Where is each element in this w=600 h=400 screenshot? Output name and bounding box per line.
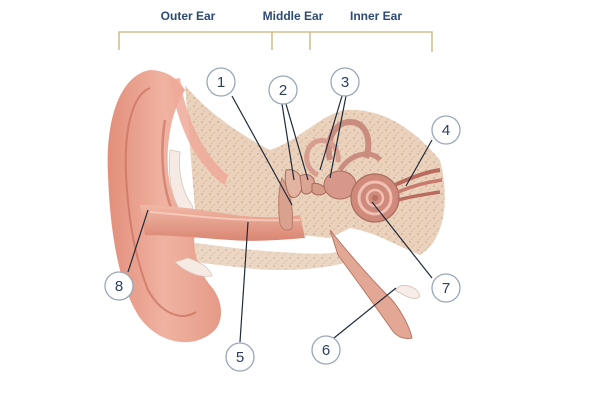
callout-6: 6: [311, 335, 341, 365]
callout-3: 3: [330, 67, 360, 97]
callout-4-number: 4: [442, 122, 450, 139]
leader-8: [127, 209, 149, 273]
leader-7: [371, 201, 433, 279]
callout-1-number: 1: [217, 74, 225, 91]
eardrum: [278, 176, 293, 231]
middle-ear-bracket: [272, 31, 311, 50]
leader-6: [333, 287, 397, 339]
outer-ear-label: Outer Ear: [161, 9, 216, 23]
inner-ear-label: Inner Ear: [350, 9, 402, 23]
callout-8: 8: [104, 271, 134, 301]
callout-7: 7: [431, 273, 461, 303]
outer-ear-bracket: [118, 31, 273, 50]
leader-3a: [319, 95, 343, 171]
inner-ear-structures: [304, 118, 443, 223]
leader-4: [405, 139, 433, 187]
callout-2-number: 2: [279, 82, 287, 99]
callout-5-number: 5: [236, 349, 244, 366]
leader-1: [231, 95, 293, 206]
leader-5: [239, 221, 249, 343]
middle-ear-label: Middle Ear: [263, 9, 324, 23]
leader-2b: [285, 103, 309, 181]
upper-skin-strip: [170, 78, 228, 185]
section-brackets: [118, 31, 433, 52]
callout-5: 5: [225, 342, 255, 372]
malleus: [284, 169, 303, 199]
callout-4: 4: [431, 115, 461, 145]
callout-2: 2: [268, 75, 298, 105]
leader-3b: [329, 95, 347, 179]
callout-7-number: 7: [442, 280, 450, 297]
ear-canal: [140, 205, 305, 241]
callout-1: 1: [206, 67, 236, 97]
callout-3-number: 3: [341, 74, 349, 91]
callout-8-number: 8: [115, 278, 123, 295]
eustachian-tube: [329, 229, 421, 339]
callout-6-number: 6: [322, 342, 330, 359]
inner-ear-bracket: [310, 31, 433, 52]
leader-lines: [127, 95, 433, 343]
leader-2a: [281, 103, 295, 181]
